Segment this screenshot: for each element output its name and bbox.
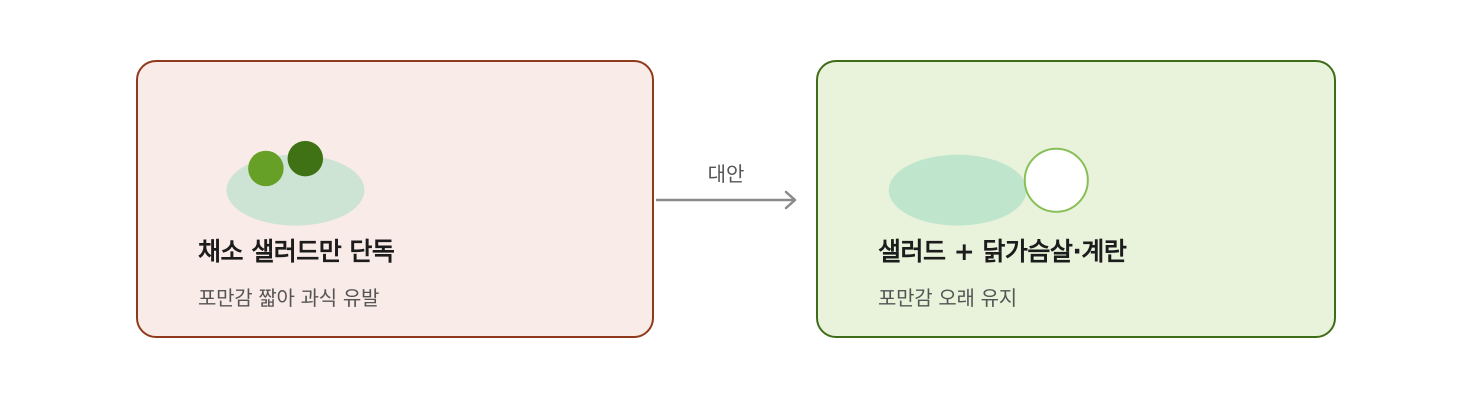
card-subtitle: 포만감 오래 유지 (878, 286, 1017, 310)
alternative-connector: 대안 (656, 150, 816, 220)
salad-plate-icon (226, 154, 365, 226)
vegetable-icon (287, 140, 324, 177)
card-title: 샐러드 + 닭가슴살·계란 (878, 237, 1127, 266)
option-card-salad-only: 채소 샐러드만 단독 포만감 짧아 과식 유발 (136, 60, 654, 338)
connector-label: 대안 (707, 162, 745, 186)
vegetable-icon (248, 150, 284, 187)
card-subtitle: 포만감 짧아 과식 유발 (198, 286, 380, 310)
salad-plate-icon (888, 154, 1027, 226)
egg-icon (1023, 147, 1089, 213)
card-title: 채소 샐러드만 단독 (198, 237, 395, 266)
arrow-right-icon (656, 190, 797, 210)
option-card-salad-protein: 샐러드 + 닭가슴살·계란 포만감 오래 유지 (816, 60, 1336, 338)
